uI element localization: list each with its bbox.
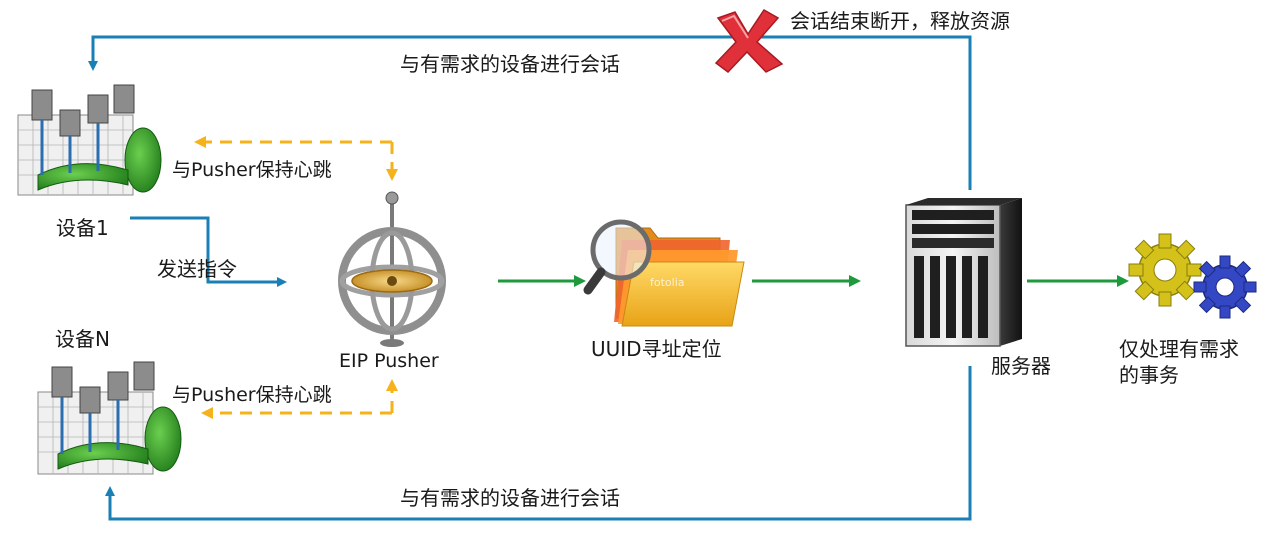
gyroscope-icon xyxy=(338,191,446,347)
engine-icon xyxy=(37,361,182,475)
bottom-session-label: 与有需求的设备进行会话 xyxy=(400,486,620,510)
result-label-line1: 仅处理有需求 xyxy=(1119,337,1239,361)
server-tower-icon xyxy=(905,198,1022,347)
session-top-line xyxy=(88,35,972,190)
watermark-text: fotolia xyxy=(650,276,685,289)
heartbeat-top-label: 与Pusher保持心跳 xyxy=(172,159,332,181)
heartbeat-bottom-label: 与Pusher保持心跳 xyxy=(172,384,332,406)
send-command-line xyxy=(130,216,287,287)
uuid-label: UUID寻址定位 xyxy=(591,337,722,361)
send-command-label: 发送指令 xyxy=(157,257,237,281)
red-x-icon xyxy=(714,9,784,74)
result-label-line2: 的事务 xyxy=(1119,363,1179,387)
session-end-label: 会话结束断开，释放资源 xyxy=(790,9,1010,33)
device1-label: 设备1 xyxy=(56,216,109,240)
folder-magnifier-icon: fotolia xyxy=(583,219,745,327)
heartbeat-bottom-line xyxy=(201,379,398,419)
session-bottom-line xyxy=(105,366,972,521)
engine-icon xyxy=(17,84,162,196)
top-session-label: 与有需求的设备进行会话 xyxy=(400,52,620,76)
heartbeat-top-line xyxy=(194,136,398,181)
deviceN-label: 设备N xyxy=(55,327,110,351)
eip-pusher-label: EIP Pusher xyxy=(339,350,439,372)
server-label: 服务器 xyxy=(991,354,1051,378)
gears-icon xyxy=(1128,233,1257,319)
